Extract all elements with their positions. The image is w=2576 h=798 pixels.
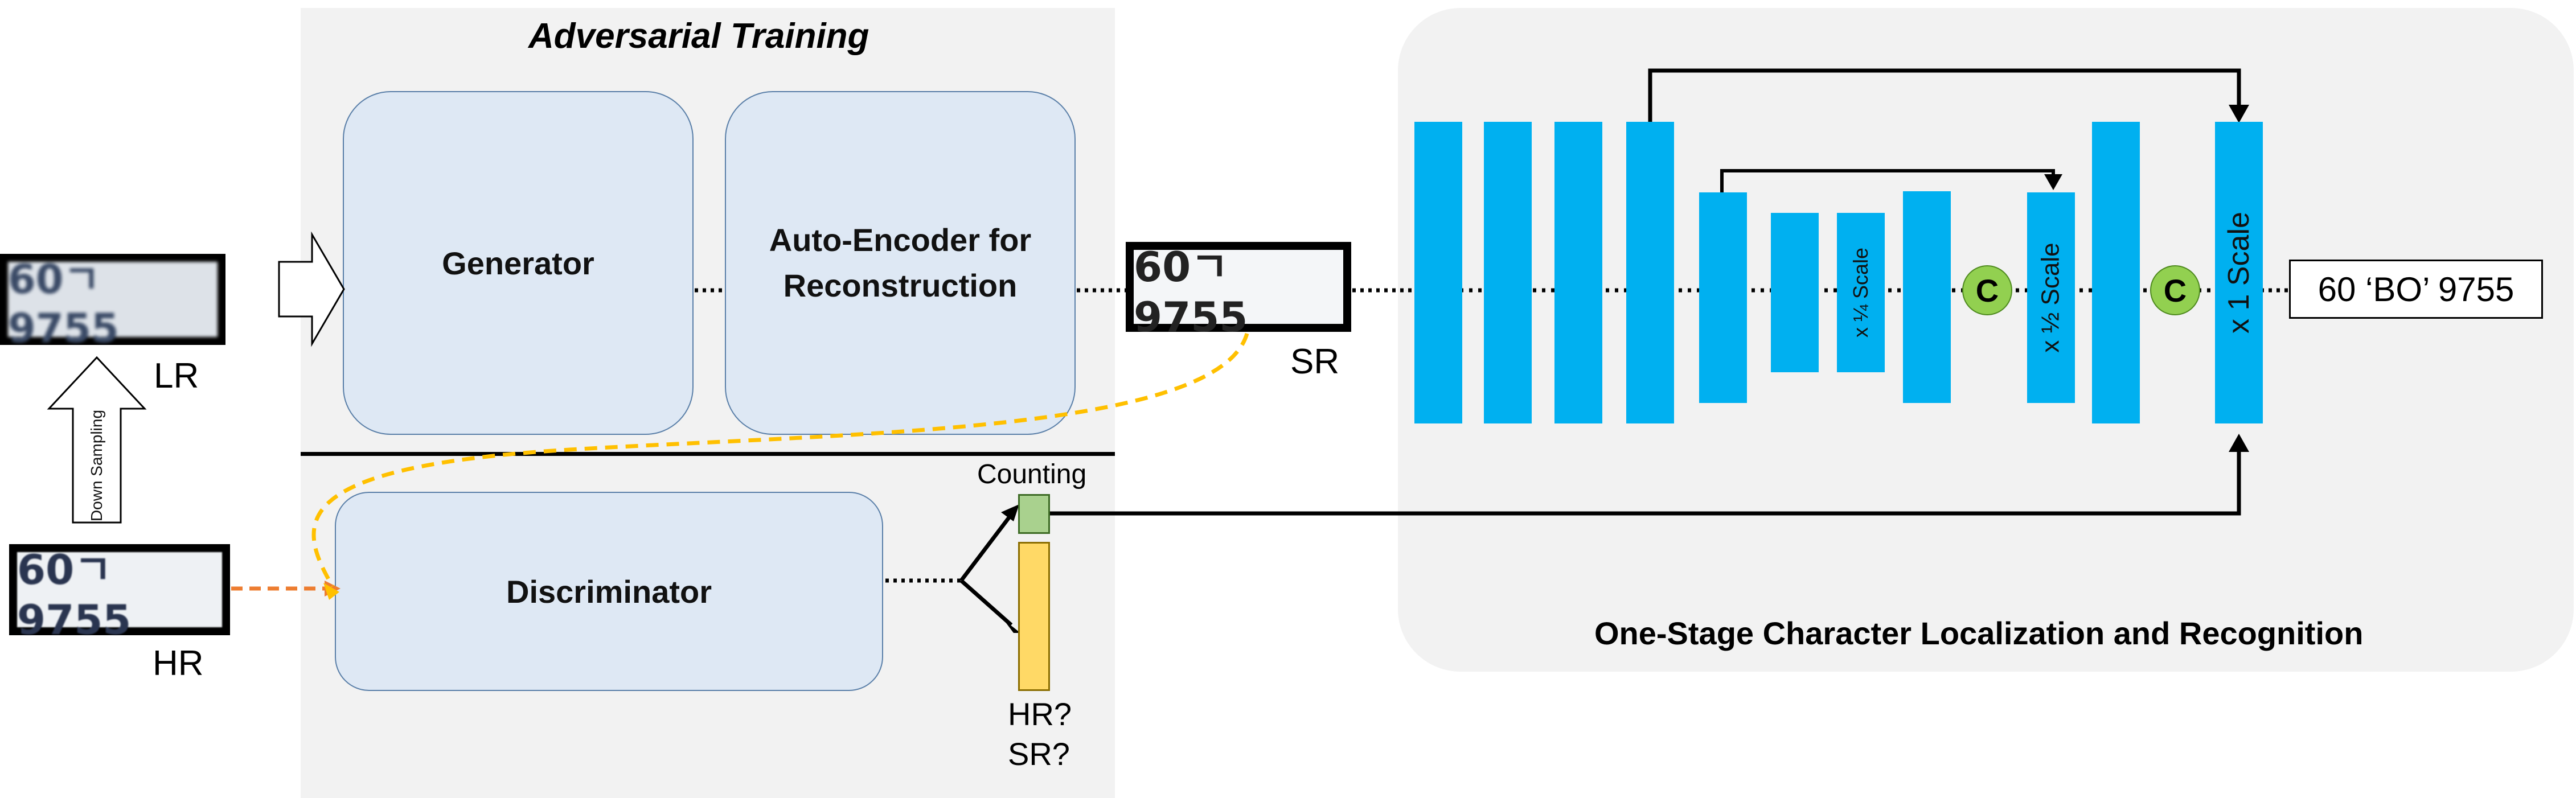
counting-connector bbox=[1050, 450, 2241, 516]
conv-block-8 bbox=[2092, 122, 2140, 423]
skip-connection-mid bbox=[1720, 169, 2055, 192]
lr-label: LR bbox=[154, 356, 199, 396]
hr-question: HR? bbox=[1008, 696, 1072, 732]
recognition-output-text: 60 ‘BO’ 9755 bbox=[2317, 270, 2515, 308]
concat-node-2: C bbox=[2150, 265, 2200, 315]
hr-plate-text: 60ㄱ 9755 bbox=[17, 545, 132, 644]
panel-separator bbox=[301, 452, 1115, 456]
hr-label: HR bbox=[153, 644, 204, 683]
generator-box bbox=[343, 91, 694, 435]
autoencoder-label-line1: Auto-Encoder for bbox=[769, 222, 1032, 258]
concat-node-1: C bbox=[1962, 265, 2012, 315]
scale-one-block: x 1 Scale bbox=[2215, 122, 2263, 423]
down-sampling-arrow bbox=[47, 356, 147, 524]
arrow-to-hrsr bbox=[1003, 619, 1020, 633]
conv-block-6 bbox=[1771, 213, 1819, 372]
discriminator-label: Discriminator bbox=[506, 573, 712, 610]
conv-block-3 bbox=[1554, 122, 1602, 423]
discriminator-box bbox=[335, 492, 883, 691]
hr-plate-image: 60ㄱ 9755 bbox=[9, 544, 230, 644]
generator-label: Generator bbox=[442, 245, 594, 281]
concat-node-1-label: C bbox=[1975, 272, 1999, 308]
skip-connection-top bbox=[1648, 68, 2241, 124]
recognition-title: One-Stage Character Localization and Rec… bbox=[1594, 615, 2364, 651]
recognition-output-box: 60 ‘BO’ 9755 bbox=[2289, 260, 2543, 319]
input-arrow bbox=[278, 231, 345, 347]
autoencoder-label-line2: Reconstruction bbox=[783, 268, 1018, 303]
adversarial-title: Adversarial Training bbox=[528, 17, 869, 56]
down-sampling-label: Down Sampling bbox=[88, 409, 106, 522]
autoencoder-box bbox=[725, 91, 1076, 435]
scale-half-block: x ½ Scale bbox=[2027, 192, 2075, 403]
lr-plate-image: 60ㄱ 9755 bbox=[0, 254, 225, 352]
conv-block-4 bbox=[1626, 122, 1674, 423]
scale-quarter-label: x ¼ Scale bbox=[1849, 247, 1872, 338]
conv-block-2 bbox=[1484, 122, 1532, 423]
counting-box bbox=[1018, 494, 1050, 534]
counting-label: Counting bbox=[977, 459, 1087, 490]
scale-one-label: x 1 Scale bbox=[2222, 212, 2256, 334]
scale-half-label: x ½ Scale bbox=[2037, 242, 2065, 353]
lr-plate-text: 60ㄱ 9755 bbox=[8, 256, 119, 352]
conv-block-5 bbox=[1699, 192, 1747, 403]
autoencoder-label: Auto-Encoder for Reconstruction bbox=[725, 91, 1076, 435]
sr-plate-text: 60ㄱ 9755 bbox=[1134, 242, 1248, 341]
conv-block-1 bbox=[1414, 122, 1462, 423]
concat-node-2-label: C bbox=[2163, 272, 2187, 308]
scale-quarter-block: x ¼ Scale bbox=[1837, 213, 1885, 372]
arrow-to-counting bbox=[1001, 504, 1019, 521]
sr-question: SR? bbox=[1008, 736, 1070, 772]
hr-sr-box bbox=[1018, 542, 1050, 691]
conv-block-7 bbox=[1903, 191, 1951, 403]
sr-plate-image: 60ㄱ 9755 bbox=[1126, 242, 1351, 341]
sr-dashed-curve bbox=[311, 333, 1249, 587]
sr-label: SR bbox=[1290, 342, 1340, 381]
